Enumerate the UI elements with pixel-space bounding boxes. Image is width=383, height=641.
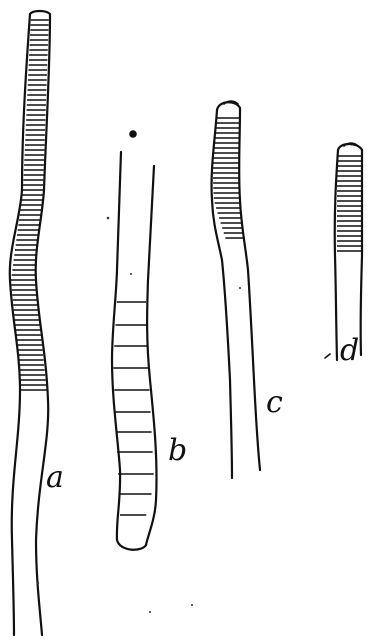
- speck: [239, 287, 241, 289]
- paper-speck: [191, 604, 193, 606]
- label-b: b: [168, 433, 187, 468]
- specimen-d: [325, 143, 362, 360]
- specimen-a-tip: [30, 11, 50, 14]
- specimen-d-tick: [325, 354, 330, 358]
- speck: [107, 217, 110, 220]
- specimen-b: [107, 130, 157, 550]
- specimen-c-left-outline: [212, 110, 232, 478]
- speck: [37, 582, 39, 584]
- specimen-b-rounded-end: [117, 540, 146, 550]
- speck: [130, 273, 132, 275]
- label-d: d: [340, 333, 359, 368]
- specimen-b-dot: [129, 130, 137, 138]
- specimen-b-right-outline: [146, 166, 157, 545]
- specimen-c: [212, 101, 260, 478]
- specimen-d-tip: [338, 144, 362, 150]
- specimen-c-right-outline: [239, 108, 260, 470]
- label-a: a: [46, 460, 64, 495]
- label-c: c: [266, 385, 283, 420]
- specimen-a: [10, 11, 50, 635]
- specimen-d-segments: [337, 156, 361, 251]
- paper-speck: [149, 611, 151, 613]
